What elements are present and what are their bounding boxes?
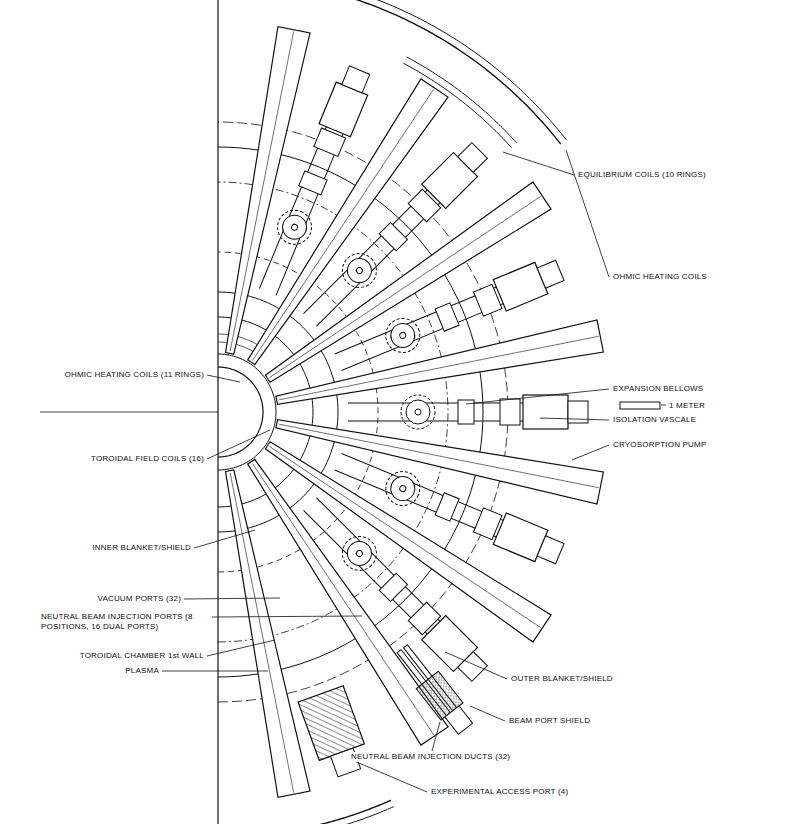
ohmic-heating-coil-arc	[218, 807, 394, 824]
vacuum-port-center	[399, 332, 407, 340]
vacuum-port	[381, 466, 425, 510]
coil-centerline	[279, 336, 599, 400]
callout-label: EXPANSION BELLOWS	[612, 384, 704, 394]
toroidal-field-coil	[276, 320, 603, 404]
port-assembly	[348, 395, 588, 429]
callout-label: EQUILIBRIUM COILS (10 RINGS)	[577, 170, 707, 180]
cryosorption-pump	[523, 395, 568, 429]
leader-line	[207, 640, 275, 656]
vacuum-port-center	[399, 485, 407, 493]
hatched-access-port	[298, 686, 364, 761]
leader-line	[503, 152, 574, 175]
callout-label: SCALE	[668, 415, 697, 425]
leader-line	[572, 445, 609, 460]
leader-line	[207, 375, 240, 382]
central-bore-arc	[218, 354, 276, 470]
ohmic-heating-coil-arc	[218, 800, 391, 824]
callout-label: NEUTRAL BEAM INJECTION PORTS (8 POSITION…	[40, 612, 212, 632]
leader-line	[162, 671, 268, 672]
expansion-bellows	[379, 573, 407, 601]
callout-label: TOROIDAL FIELD COILS (16)	[90, 454, 205, 464]
structure-outlines	[40, 0, 566, 824]
leader-line	[432, 722, 440, 751]
vacuum-port	[406, 400, 430, 424]
vacuum-port-center	[355, 266, 363, 274]
cryosorption-pump	[458, 652, 488, 682]
vacuum-port	[335, 247, 383, 295]
coil-centerline	[230, 473, 294, 793]
vacuum-port-center	[355, 549, 363, 557]
callout-label: BEAM PORT SHIELD	[508, 716, 591, 726]
cryosorption-pump	[342, 66, 370, 93]
vacuum-port	[342, 254, 376, 288]
leader-line	[540, 418, 609, 420]
callout-label: TOROIDAL CHAMBER 1st WALL	[79, 651, 205, 661]
leader-line	[184, 598, 280, 599]
leader-line	[470, 706, 505, 721]
callout-label: EXPERIMENTAL ACCESS PORT (4)	[430, 787, 569, 797]
leader-line	[445, 652, 507, 679]
vacuum-port	[279, 212, 310, 243]
experimental-access-port	[298, 686, 372, 781]
callout-label: INNER BLANKET/SHIELD	[91, 543, 192, 553]
beam-injector-box	[445, 706, 473, 734]
vacuum-port	[335, 529, 383, 577]
vacuum-port	[381, 313, 425, 357]
port-duct	[348, 403, 523, 404]
cryosorption-pump	[537, 260, 564, 288]
vacuum-port	[401, 395, 435, 429]
vacuum-port	[342, 536, 376, 570]
expansion-bellows	[379, 222, 407, 250]
leader-line	[207, 430, 270, 459]
scale-bar-segment	[620, 402, 660, 409]
vacuum-port-center	[415, 409, 421, 415]
expansion-bellows	[299, 171, 327, 195]
expansion-bellows	[435, 303, 459, 331]
callout-label: VACUUM PORTS (32)	[96, 594, 182, 604]
port-duct	[348, 421, 523, 422]
leader-line	[661, 405, 666, 406]
leader-line	[352, 760, 427, 792]
callout-label: NEUTRAL BEAM INJECTION DUCTS (32)	[350, 752, 511, 762]
horizontal-center-line	[40, 412, 218, 413]
neutral-beam-assembly	[392, 640, 477, 738]
callout-label: PLASMA	[124, 666, 160, 676]
callout-label: OHMIC HEATING COILS	[612, 272, 708, 282]
expansion-bellows	[435, 493, 459, 521]
isolation-valve	[500, 399, 520, 425]
callout-label: CRYOSORPTION PUMP	[612, 440, 708, 450]
callout-label: OHMIC HEATING COILS (11 RINGS)	[64, 370, 206, 380]
cryosorption-pump	[458, 143, 488, 173]
leader-line	[466, 389, 609, 404]
vacuum-port	[387, 320, 418, 351]
toroidal-field-coil	[226, 470, 310, 797]
vacuum-port-center	[291, 223, 299, 231]
callout-label: 1 METER	[668, 401, 706, 411]
vacuum-port	[272, 205, 316, 249]
leader-line	[212, 616, 362, 617]
vacuum-port	[387, 473, 418, 504]
leader-lines	[162, 150, 666, 792]
leader-line	[194, 530, 255, 548]
cryosorption-pump	[537, 536, 564, 564]
callout-label: OUTER BLANKET/SHIELD	[510, 674, 614, 684]
